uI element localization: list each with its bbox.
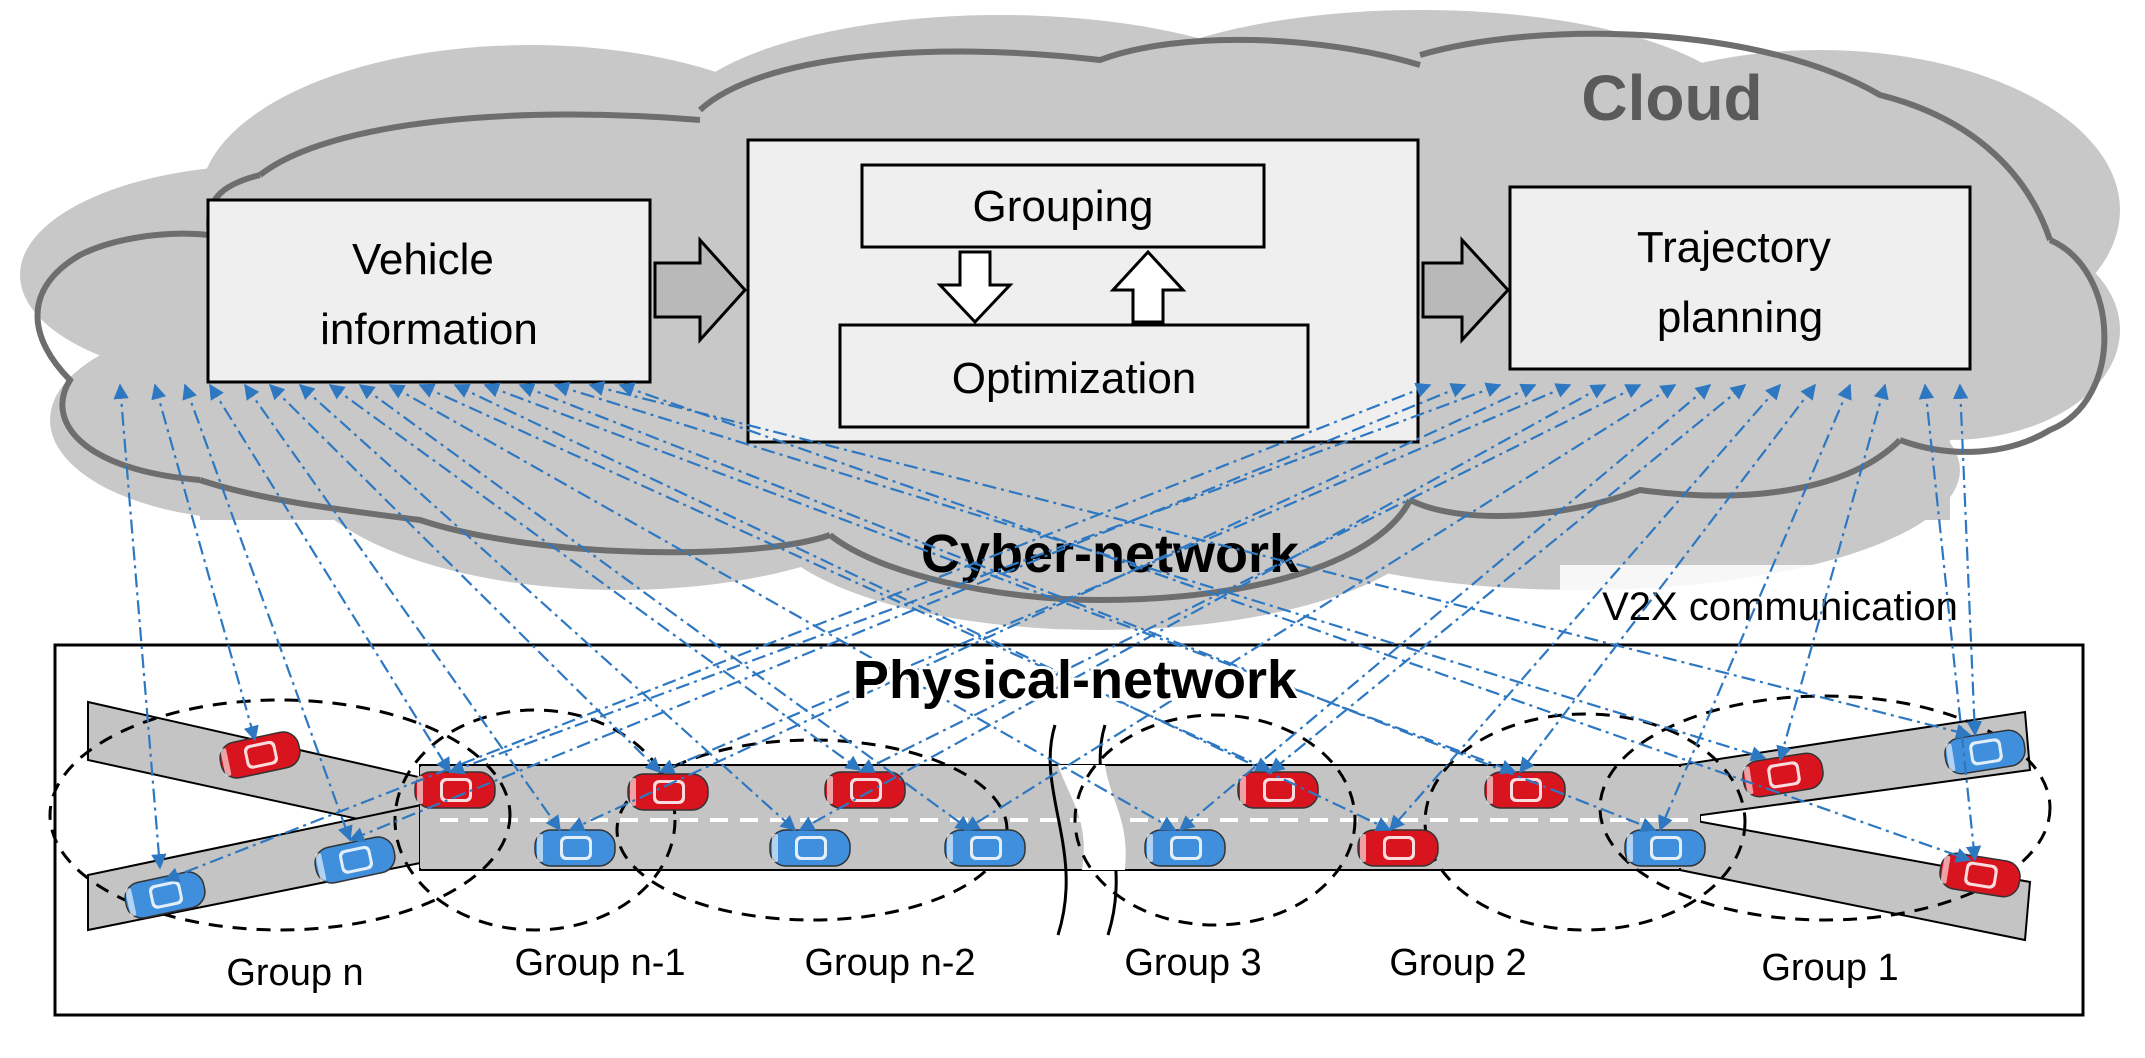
arrow-down-to-optimization <box>936 250 1014 325</box>
cyber-network-label: Cyber-network <box>921 524 1300 584</box>
regular-vehicle <box>414 771 496 809</box>
group-label: Group 3 <box>1124 942 1261 984</box>
v2x-link <box>1918 383 1982 862</box>
vehicle-info-line2: information <box>320 305 538 354</box>
svg-text:Trajectory planning: Trajectory planning <box>1637 223 1843 342</box>
trajectory-line1: Trajectory <box>1637 223 1831 272</box>
cloud-title: Cloud <box>1581 62 1762 134</box>
arrow-up-to-grouping <box>1109 249 1187 324</box>
regular-vehicle <box>627 773 709 811</box>
connected-vehicle <box>769 829 851 867</box>
regular-vehicle <box>1357 829 1439 867</box>
regular-vehicle <box>1939 852 2021 898</box>
road <box>87 700 2032 942</box>
connected-vehicle <box>124 871 206 919</box>
arrow-info-to-grouping <box>653 236 748 344</box>
trajectory-planning-box: Trajectory planning <box>1508 185 1972 371</box>
connected-vehicle <box>534 829 616 867</box>
connected-vehicle <box>944 829 1026 867</box>
v2x-link <box>163 382 1432 883</box>
v2x-links <box>113 380 1983 883</box>
physical-network-label: Physical-network <box>853 650 1298 710</box>
group-label: Group n-1 <box>514 942 685 984</box>
v2x-communication-label: V2X communication <box>1602 585 1958 629</box>
svg-text:Vehicle information: Vehicle information <box>320 235 538 354</box>
group-label: Group 1 <box>1761 947 1898 989</box>
grouping-label: Grouping <box>972 182 1153 231</box>
grouping-box: Grouping <box>860 163 1266 249</box>
connected-vehicle <box>1624 829 1706 867</box>
trajectory-line2: planning <box>1657 293 1823 342</box>
group-label: Group n <box>226 952 363 994</box>
group-label: Group 2 <box>1389 942 1526 984</box>
connected-vehicle <box>1144 829 1226 867</box>
optimization-box: Optimization <box>838 323 1310 429</box>
optimization-label: Optimization <box>952 354 1197 403</box>
vehicle-info-line1: Vehicle <box>352 235 494 284</box>
arrow-optimization-to-trajectory <box>1421 236 1511 344</box>
group-label: Group n-2 <box>804 942 975 984</box>
vehicle-information-box: Vehicle information <box>206 198 652 384</box>
